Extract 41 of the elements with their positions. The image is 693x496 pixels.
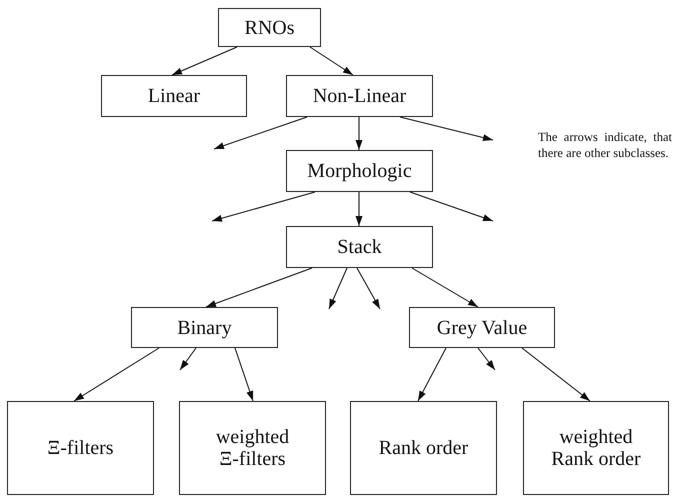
arrow [522,348,590,402]
arrow [214,116,308,150]
class-box [179,401,326,495]
arrow [328,268,348,310]
class-label: Stack [337,236,382,258]
class-box [523,401,669,495]
arrow [410,192,494,222]
class-label: weighted Rank order [550,426,642,470]
class-label: Rank order [378,437,468,459]
arrow [212,192,316,222]
class-label: Linear [148,85,200,107]
class-label: Binary [177,316,232,338]
class-box [7,401,154,495]
arrow [356,116,362,150]
arrow [356,192,362,226]
arrow [478,348,496,370]
class-box [350,401,497,495]
arrow [234,348,254,402]
arrow [74,348,160,402]
class-box [286,150,433,192]
class-label: Non-Linear [312,85,406,107]
class-label: Morphologic [307,160,412,182]
class-box [286,75,433,117]
arrow [206,268,312,308]
arrow [418,348,446,402]
class-label: weighted Ξ-filters [214,426,290,470]
class-box [286,226,433,268]
class-box [409,307,555,348]
arrow [400,116,494,141]
arrow [172,46,238,76]
arrow [356,268,380,310]
class-box [101,75,247,117]
arrow [310,46,354,76]
class-box [218,8,321,47]
class-label: Ξ-filters [47,437,114,459]
class-box [131,307,278,348]
note-text: The arrows indicate, that there are other subclasses. [538,129,672,162]
class-label: RNOs [244,16,294,38]
arrow [412,268,478,308]
arrow [180,348,196,370]
class-label: Grey Value [436,316,528,338]
